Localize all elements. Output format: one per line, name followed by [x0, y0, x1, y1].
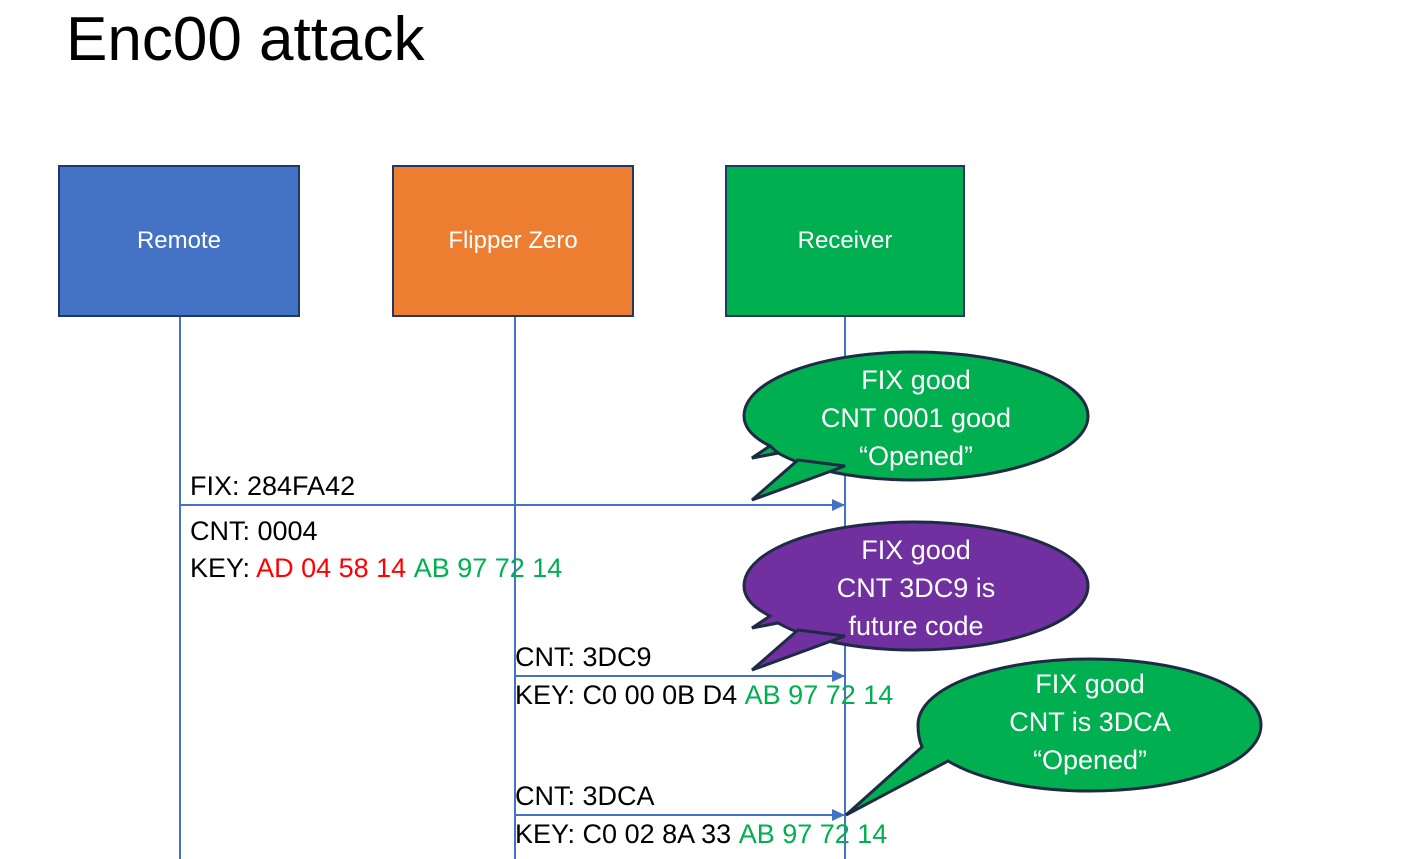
page-title: Enc00 attack [66, 5, 425, 74]
message-2-key-variable: C0 00 0B D4 [582, 680, 738, 710]
message-3-key-prefix: KEY: [515, 819, 583, 849]
message-1-fix-label: FIX: 284FA42 [190, 471, 356, 501]
message-1-key-fixed: AB 97 72 14 [413, 553, 563, 583]
message-arrow-flipper-to-receiver-1 [515, 670, 845, 682]
message-1-key-prefix: KEY: [190, 553, 257, 583]
message-arrow-flipper-to-receiver-2 [515, 809, 845, 821]
actor-label-receiver: Receiver [797, 227, 893, 254]
message-1-cnt-label: CNT: 0004 [190, 516, 318, 546]
callout-bubble-receiver-3: FIX good CNT is 3DCA “Opened” [840, 655, 1265, 820]
message-3-cnt-label: CNT: 3DCA [515, 781, 655, 811]
message-1-key-variable: AD 04 58 14 [256, 553, 407, 583]
message-2-key-label: KEY: C0 00 0B D4 AB 97 72 14 [515, 676, 893, 714]
lifeline-remote [179, 317, 181, 859]
callout-2-shape [742, 520, 1090, 672]
actor-label-flipper: Flipper Zero [448, 227, 578, 254]
callout-bubble-receiver-1: FIX good CNT 0001 good “Opened” [740, 348, 1092, 508]
lifeline-flipper [514, 317, 516, 859]
actor-box-remote[interactable]: Remote [58, 165, 300, 317]
message-3-key-space [731, 819, 739, 849]
message-3-key-label: KEY: C0 02 8A 33 AB 97 72 14 [515, 815, 887, 853]
actor-box-flipper[interactable]: Flipper Zero [392, 165, 634, 317]
message-2-key-prefix: KEY: [515, 680, 583, 710]
message-3-key-fixed: AB 97 72 14 [738, 819, 888, 849]
actor-label-remote: Remote [136, 227, 222, 254]
message-2-key-space [737, 680, 745, 710]
message-1-key-space [406, 553, 414, 583]
callout-bubble-receiver-2: FIX good CNT 3DC9 is future code [740, 518, 1092, 678]
actor-box-receiver[interactable]: Receiver [725, 165, 965, 317]
message-1-key-label: KEY: AD 04 58 14 AB 97 72 14 [190, 549, 562, 587]
callout-1-shape [742, 350, 1090, 502]
message-2-cnt-label: CNT: 3DC9 [515, 642, 652, 672]
callout-3-shape [844, 657, 1263, 817]
message-arrow-remote-to-receiver [180, 499, 845, 511]
message-2-key-fixed: AB 97 72 14 [744, 680, 894, 710]
message-3-key-variable: C0 02 8A 33 [582, 819, 732, 849]
